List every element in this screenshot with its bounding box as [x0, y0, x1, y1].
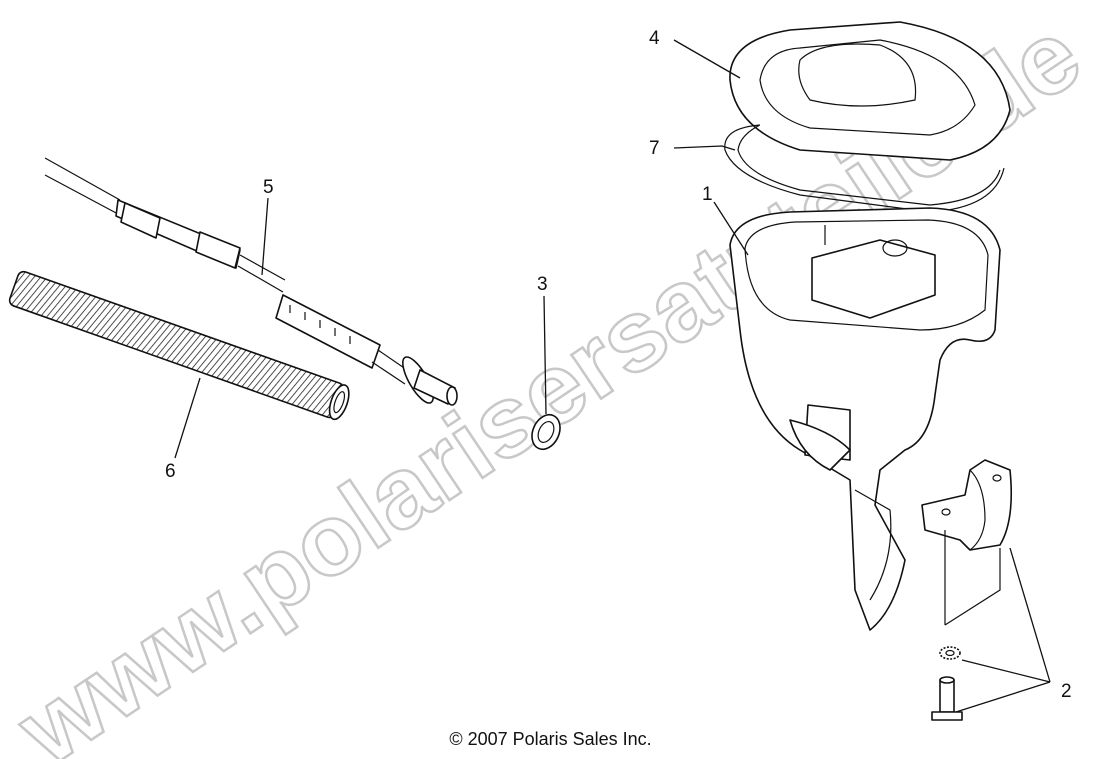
callout-3: 3: [537, 274, 548, 295]
part-4-cover: [729, 21, 1011, 161]
callout-labels: 4 7 5 1 3 6 2: [165, 28, 1072, 702]
callout-5: 5: [263, 177, 274, 198]
part-6-spring-sleeve: [8, 270, 350, 421]
copyright-notice: © 2007 Polaris Sales Inc.: [449, 729, 652, 749]
part-5-cable: [44, 157, 458, 406]
part-1-housing: [729, 207, 1001, 631]
part-3-washer: [531, 413, 561, 451]
callout-6: 6: [165, 461, 176, 482]
callout-2: 2: [1061, 681, 1072, 702]
part-2-clamp-hardware: [921, 459, 1013, 721]
callout-1: 1: [702, 184, 713, 205]
callout-4: 4: [649, 28, 660, 49]
callout-7: 7: [649, 138, 660, 159]
leader-lines: [174, 39, 1051, 713]
